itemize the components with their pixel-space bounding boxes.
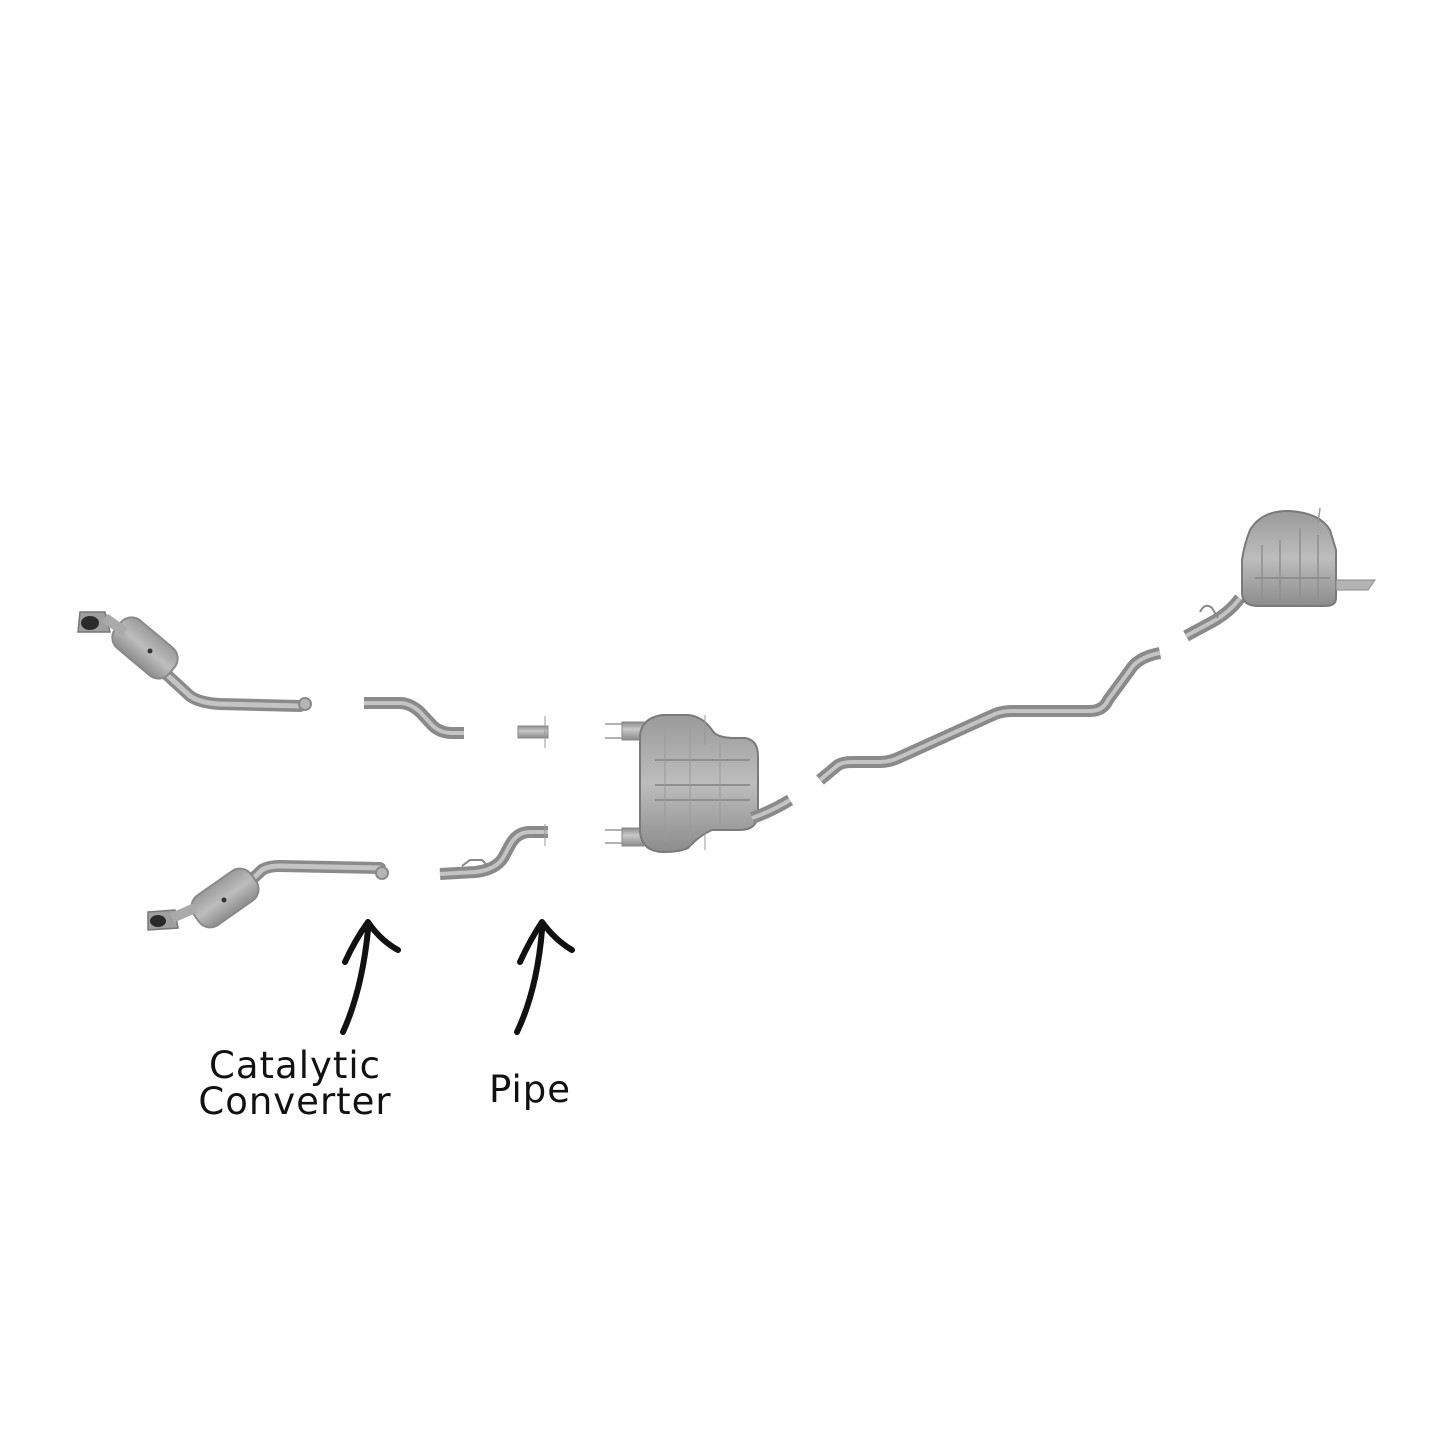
upper-catalytic-converter bbox=[77, 611, 312, 712]
center-muffler bbox=[605, 714, 794, 854]
lower-intermediate-pipe bbox=[439, 824, 548, 880]
rear-pipe bbox=[816, 647, 1162, 785]
rear-muffler bbox=[1183, 507, 1376, 642]
pipe-label-line-1: Pipe bbox=[488, 1068, 572, 1111]
catalytic-converter-label: Catalytic Converter bbox=[175, 1044, 415, 1123]
upper-coupling-sleeve bbox=[517, 716, 549, 748]
catalytic-converter-label-line-2: Converter bbox=[198, 1080, 392, 1123]
pipe-arrow-icon bbox=[514, 919, 575, 1035]
upper-intermediate-pipe bbox=[364, 697, 464, 739]
lower-catalytic-converter bbox=[147, 859, 389, 931]
catalytic-converter-arrow-icon bbox=[340, 919, 401, 1035]
catalytic-converter-label-line-1: Catalytic bbox=[209, 1044, 381, 1087]
pipe-label: Pipe bbox=[470, 1068, 590, 1111]
